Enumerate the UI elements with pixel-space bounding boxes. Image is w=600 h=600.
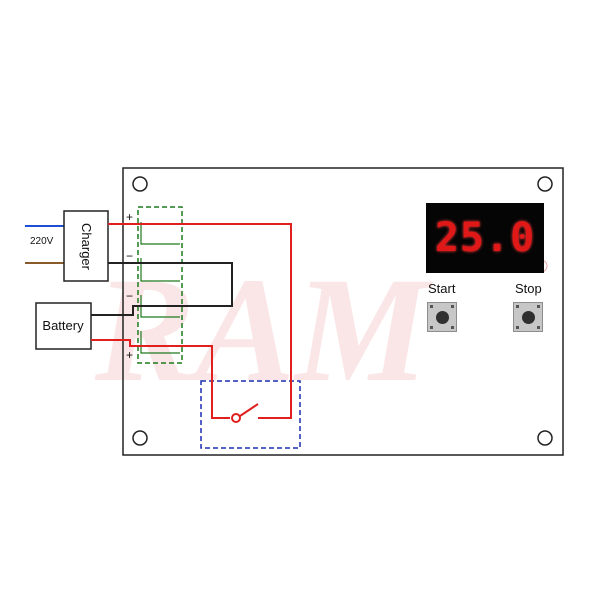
button-cap-icon: [522, 311, 535, 324]
battery-label: Battery: [42, 318, 84, 333]
charger-minus-mark: −: [126, 249, 133, 263]
mounting-hole-icon: [132, 430, 148, 446]
terminal-contacts: [140, 222, 180, 354]
battery-box: [35, 302, 92, 350]
positive-wires: [91, 223, 292, 419]
charger-plus-mark: +: [126, 210, 133, 224]
battery-plus-mark: +: [126, 348, 133, 362]
charger-label-wrap: Charger: [64, 211, 108, 281]
button-cap-icon: [436, 311, 449, 324]
watermark-logo: RAM: [94, 247, 433, 413]
circuit-board: [122, 167, 564, 456]
terminal-block: [137, 206, 183, 364]
stop-button[interactable]: [513, 302, 543, 332]
relay-box: [200, 380, 301, 449]
negative-wires: [91, 262, 233, 316]
stop-button-label: Stop: [515, 281, 542, 296]
led-display: 25.0: [426, 203, 544, 273]
mounting-hole-icon: [537, 430, 553, 446]
charger-label: Charger: [78, 222, 94, 270]
display-reading: 25.0: [434, 215, 536, 261]
battery-minus-mark: −: [126, 289, 133, 303]
mains-voltage-label: 220V: [30, 236, 54, 247]
start-button-label: Start: [428, 281, 456, 296]
charger-box: [63, 210, 109, 282]
mounting-hole-icon: [537, 176, 553, 192]
switch-icon: [231, 403, 259, 423]
start-button[interactable]: [427, 302, 457, 332]
mounting-hole-icon: [132, 176, 148, 192]
